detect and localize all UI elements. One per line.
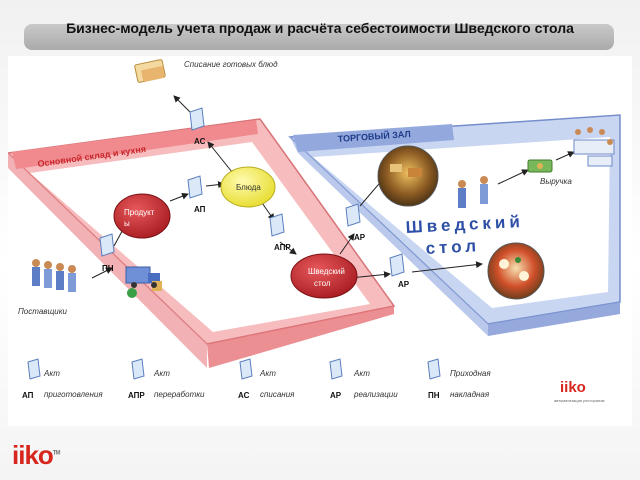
svg-text:Акт: Акт bbox=[43, 369, 60, 378]
arrow-ac-writeoff bbox=[173, 95, 191, 113]
writeoff-label: Списание готовых блюд bbox=[184, 60, 278, 69]
svg-text:АС: АС bbox=[238, 391, 250, 400]
doc-ar-bottom: АР bbox=[389, 253, 410, 289]
legend: АП Акт приготовления АПР Акт переработки… bbox=[22, 358, 491, 400]
svg-text:ПН: ПН bbox=[102, 264, 114, 273]
brand-logo-small: iiko bbox=[560, 379, 586, 396]
svg-text:переработки: переработки bbox=[154, 390, 205, 399]
svg-text:АПР: АПР bbox=[128, 391, 145, 400]
svg-text:ПН: ПН bbox=[428, 391, 440, 400]
svg-text:АС: АС bbox=[194, 137, 206, 146]
diagram-panel: Основной склад и кухня ТОРГОВЫЙ ЗАЛ Спис… bbox=[8, 56, 632, 426]
svg-text:Шведский: Шведский bbox=[308, 267, 345, 276]
recycle-icon bbox=[127, 288, 137, 298]
suppliers-label: Поставщики bbox=[18, 307, 67, 316]
swedish-table-node: Шведский стол bbox=[290, 253, 358, 299]
svg-text:накладная: накладная bbox=[450, 390, 490, 399]
legend-item-ac: АС Акт списания bbox=[238, 358, 295, 400]
svg-text:приготовления: приготовления bbox=[44, 390, 103, 399]
arrow-apr-swedish bbox=[279, 241, 297, 255]
restaurant-tables-icon bbox=[573, 127, 615, 167]
svg-text:стол: стол bbox=[314, 279, 331, 288]
buffet-photo-icon bbox=[377, 145, 439, 207]
title-bar bbox=[24, 24, 614, 50]
business-model-diagram: Основной склад и кухня ТОРГОВЫЙ ЗАЛ Спис… bbox=[8, 59, 621, 403]
svg-text:Акт: Акт bbox=[153, 369, 170, 378]
suppliers-icon bbox=[32, 259, 76, 292]
doc-pn: ПН bbox=[99, 233, 115, 273]
doc-apr: АПР bbox=[269, 213, 291, 252]
customers-icon bbox=[458, 176, 488, 208]
writeoff-icon bbox=[134, 59, 166, 83]
svg-text:Акт: Акт bbox=[353, 369, 370, 378]
svg-text:АР: АР bbox=[354, 233, 366, 242]
hall-label: ТОРГОВЫЙ ЗАЛ bbox=[337, 128, 411, 144]
svg-text:списания: списания bbox=[260, 390, 295, 399]
svg-text:АПР: АПР bbox=[274, 243, 291, 252]
legend-item-pn: ПН Приходная накладная bbox=[427, 358, 491, 400]
revenue-label: Выручка bbox=[540, 177, 572, 186]
legend-item-ap: АП Акт приготовления bbox=[22, 358, 103, 400]
arrow-swedish-ar-top bbox=[339, 233, 355, 255]
svg-text:АР: АР bbox=[330, 391, 342, 400]
arrow-products-ap bbox=[169, 192, 189, 202]
food-photo-icon bbox=[487, 242, 545, 300]
svg-text:АП: АП bbox=[194, 205, 206, 214]
dishes-node: Блюда bbox=[220, 166, 276, 208]
svg-text:реализации: реализации bbox=[353, 390, 398, 399]
arrow-customer-cash bbox=[497, 169, 529, 185]
arrow-suppliers-pn bbox=[91, 267, 113, 279]
svg-text:Приходная: Приходная bbox=[450, 369, 491, 378]
arrow-cash-tables bbox=[555, 151, 575, 161]
svg-text:АП: АП bbox=[22, 391, 34, 400]
swedish-table-title-line2: стол bbox=[425, 236, 480, 258]
svg-text:Блюда: Блюда bbox=[236, 183, 261, 192]
doc-ar-top: АР bbox=[345, 203, 366, 242]
iiko-logo: iikoTM bbox=[12, 440, 60, 470]
legend-item-apr: АПР Акт переработки bbox=[128, 358, 205, 400]
svg-text:Акт: Акт bbox=[259, 369, 276, 378]
svg-text:Продукт: Продукт bbox=[124, 208, 155, 217]
arrow-ar-bottom-food bbox=[411, 261, 483, 273]
iiko-logo-text: iiko bbox=[12, 440, 54, 470]
brand-tagline: автоматизация ресторанов bbox=[554, 398, 605, 403]
legend-item-ar: АР Акт реализации bbox=[329, 358, 398, 400]
doc-ap: АП bbox=[187, 175, 206, 214]
svg-text:ы: ы bbox=[124, 219, 130, 228]
truck-icon bbox=[125, 266, 162, 291]
arrow-dishes-ac bbox=[207, 141, 233, 173]
cash-icon bbox=[527, 159, 553, 173]
page-title: Бизнес-модель учета продаж и расчёта себ… bbox=[66, 21, 574, 36]
products-node: Продукт ы bbox=[113, 193, 171, 239]
svg-text:АР: АР bbox=[398, 280, 410, 289]
doc-ac: АС bbox=[189, 107, 206, 146]
